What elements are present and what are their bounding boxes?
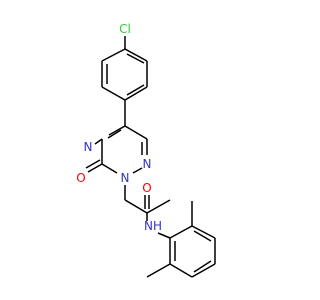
bond <box>126 53 145 64</box>
bond <box>108 125 126 136</box>
bond <box>157 232 171 239</box>
bond <box>191 263 216 278</box>
bond <box>124 199 148 214</box>
bond <box>85 159 101 169</box>
bond <box>124 86 148 101</box>
bond <box>124 48 148 62</box>
bond <box>101 86 126 101</box>
bond <box>146 199 171 214</box>
bonds <box>85 36 216 278</box>
bond <box>87 163 103 173</box>
bond <box>101 48 126 62</box>
bond <box>132 167 143 174</box>
triazine-n2-label: N <box>143 157 152 171</box>
bond <box>101 163 118 174</box>
atom-labels: Cl N N N O O NH <box>76 22 162 233</box>
bond <box>107 129 122 139</box>
bond <box>146 263 171 278</box>
triazine-n1-label: N <box>121 171 130 185</box>
amide-nh-label: NH <box>144 219 162 233</box>
ring-carbonyl-oxygen-label: O <box>76 171 85 185</box>
bond <box>169 225 193 239</box>
bond <box>169 263 193 278</box>
amide-oxygen-label: O <box>142 181 151 195</box>
chlorine-label: Cl <box>119 22 131 36</box>
molecule-diagram: Cl N N N O O NH <box>76 22 216 278</box>
bond <box>193 260 212 273</box>
bond <box>191 225 216 239</box>
bond <box>193 230 212 242</box>
bond <box>94 138 103 145</box>
bond <box>124 125 148 140</box>
bond <box>126 84 145 96</box>
triazine-n4-label: N <box>84 140 93 154</box>
